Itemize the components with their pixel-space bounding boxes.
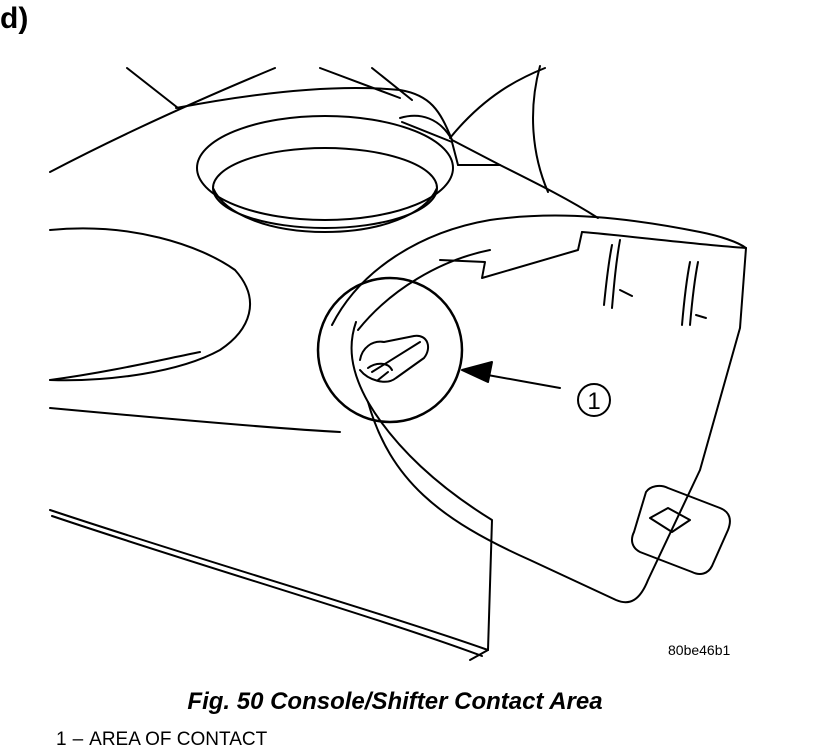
- cup-holders: [49, 115, 454, 382]
- callout-1-number: 1: [587, 388, 600, 415]
- legend-item-label: AREA OF CONTACT: [89, 729, 268, 750]
- console-panel: [49, 67, 599, 661]
- shifter-pin: [359, 334, 430, 383]
- console-shifter-illustration: 1: [49, 65, 747, 661]
- legend-item: 1–AREA OF CONTACT: [56, 729, 273, 751]
- release-tab: [631, 484, 731, 575]
- shifter-bezel: [331, 214, 747, 604]
- background-trim-lines: [126, 65, 549, 193]
- callout-1: 1: [577, 383, 611, 417]
- corner-mark: d): [0, 2, 29, 35]
- legend-item-number: 1: [56, 729, 67, 750]
- legend-item-separator: –: [72, 729, 84, 750]
- callout-leader-arrow: [461, 361, 561, 389]
- figure-caption: Fig. 50 Console/Shifter Contact Area: [187, 688, 603, 715]
- contact-area-circle: [316, 276, 464, 424]
- figure-reference-code: 80be46b1: [668, 642, 731, 658]
